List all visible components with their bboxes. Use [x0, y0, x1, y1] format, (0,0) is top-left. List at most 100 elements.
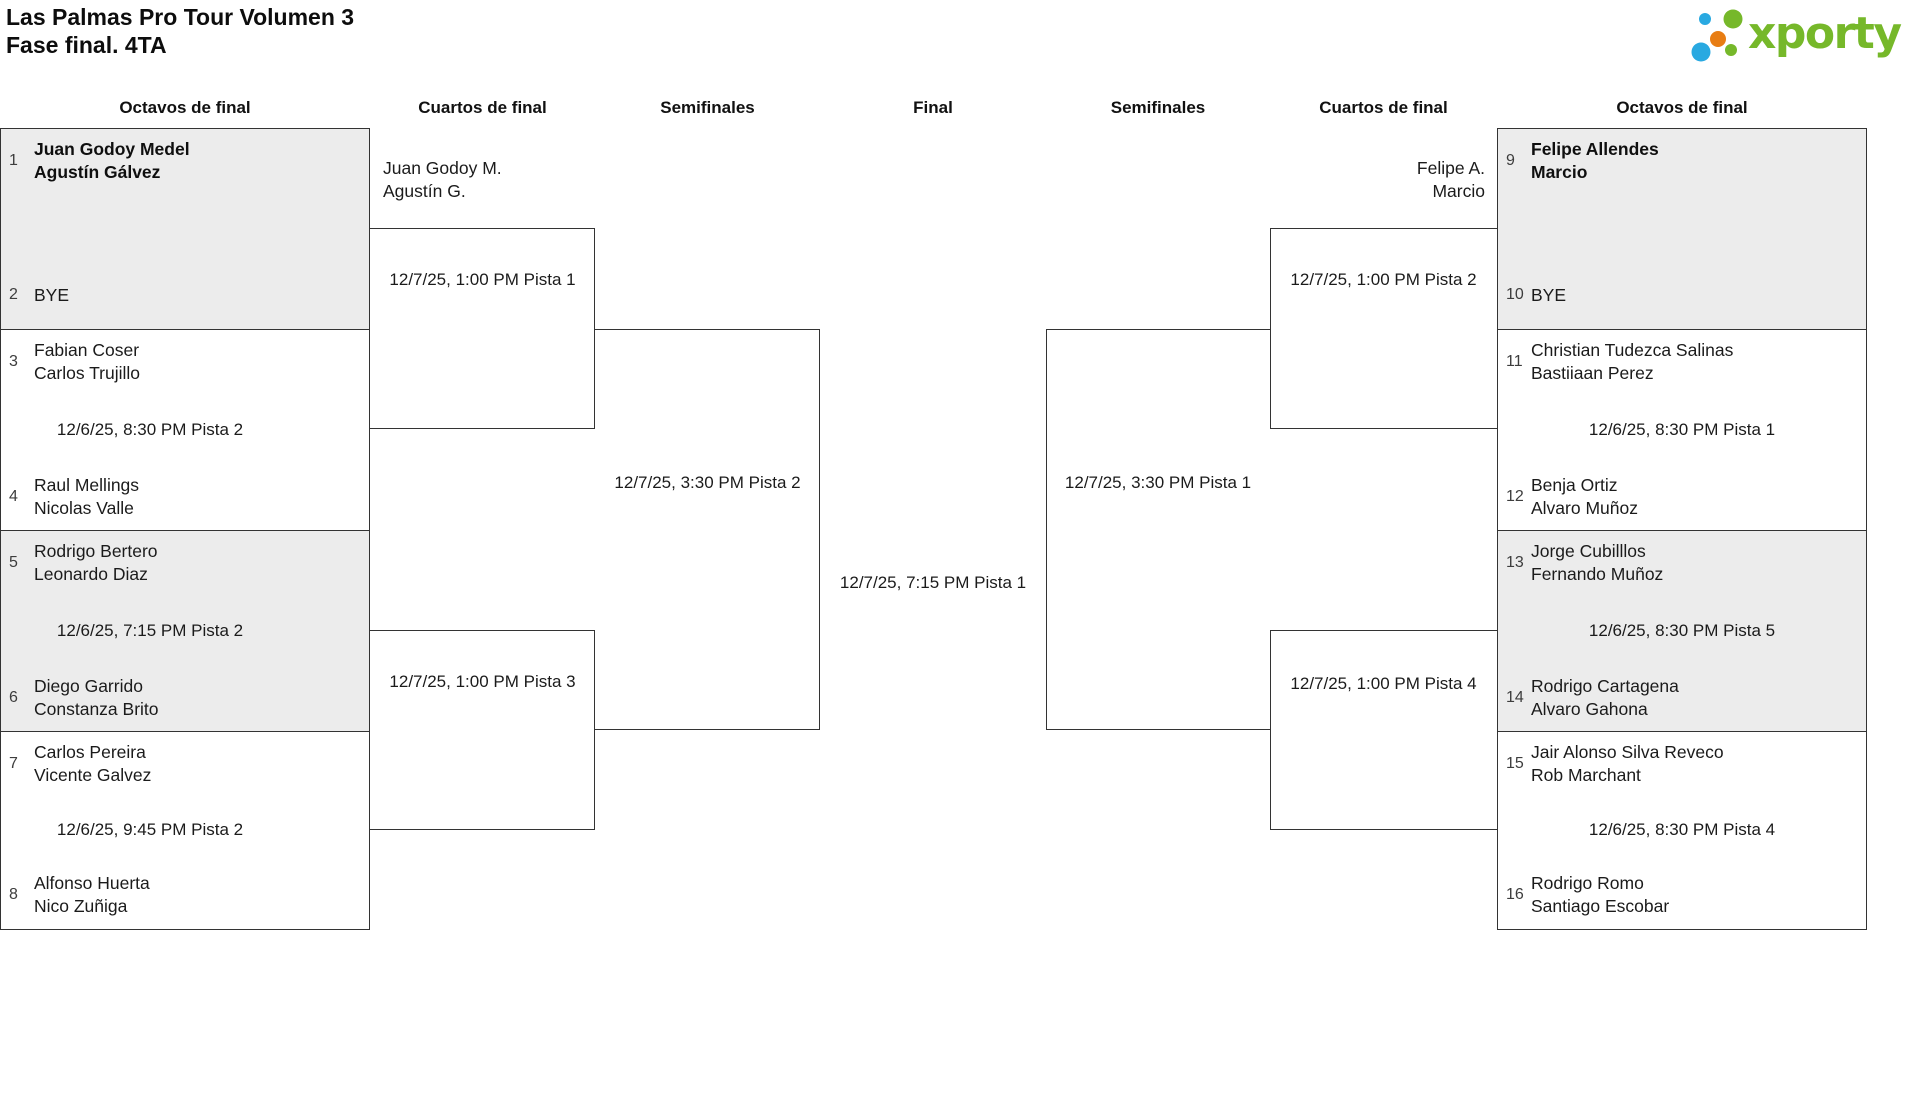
match-box-r16-2[interactable]: 3 Fabian Coser Carlos Trujillo 12/6/25, …	[0, 329, 370, 532]
page-title: Las Palmas Pro Tour Volumen 3 Fase final…	[6, 3, 354, 59]
xporty-logo-dots-icon	[1691, 9, 1743, 62]
player-name: Benja Ortiz	[1531, 474, 1618, 495]
match-datetime-sf-right: 12/7/25, 3:30 PM Pista 1	[1064, 473, 1252, 492]
xporty-logo[interactable]: xporty	[1685, 4, 1915, 74]
match-box-r16-5[interactable]: 9 Felipe Allendes Marcio 10 BYE	[1497, 128, 1867, 331]
player-name: Rodrigo Bertero	[34, 541, 158, 561]
player-name: Juan Godoy M.	[383, 158, 502, 178]
team-names: Christian Tudezca Salinas Bastiiaan Pere…	[1531, 339, 1733, 385]
player-name: Leonardo Diaz	[34, 564, 148, 584]
seed-number: 6	[9, 688, 18, 706]
match-box-r16-1[interactable]: 1 Juan Godoy Medel Agustín Gálvez 2 BYE	[0, 128, 370, 331]
match-box-sf-right[interactable]	[1046, 329, 1270, 730]
seed-number: 12	[1506, 487, 1524, 505]
tournament-name: Las Palmas Pro Tour Volumen 3	[6, 4, 355, 30]
player-name: Felipe Allendes	[1531, 139, 1659, 159]
match-box-r16-4[interactable]: 7 Carlos Pereira Vicente Galvez 12/6/25,…	[0, 731, 370, 930]
match-datetime: 12/6/25, 8:30 PM Pista 1	[1588, 419, 1776, 439]
seed-number: 11	[1506, 353, 1523, 370]
match-box-r16-7[interactable]: 13 Jorge Cubilllos Fernando Muñoz 12/6/2…	[1497, 530, 1867, 733]
player-name: Felipe A.	[1416, 158, 1485, 178]
player-name: Santiago Escobar	[1531, 896, 1670, 916]
match-box-qf-right-1[interactable]	[1270, 228, 1497, 429]
player-name: Carlos Pereira	[34, 742, 146, 762]
player-name: Diego Garrido	[34, 675, 143, 696]
team-row-seed-11[interactable]: 11 Christian Tudezca Salinas Bastiiaan P…	[1498, 339, 1866, 385]
match-datetime-qf-left-2: 12/7/25, 1:00 PM Pista 3	[389, 672, 576, 691]
team-names: Diego Garrido Constanza Brito	[34, 675, 159, 721]
player-name: Constanza Brito	[34, 698, 159, 719]
qf-advancing-team-left: Juan Godoy M. Agustín G.	[383, 157, 502, 203]
match-box-sf-left[interactable]	[595, 329, 820, 730]
player-name: Bastiiaan Perez	[1531, 363, 1654, 383]
team-names: Fabian Coser Carlos Trujillo	[34, 339, 140, 385]
match-box-r16-8[interactable]: 15 Jair Alonso Silva Reveco Rob Marchant…	[1497, 731, 1867, 930]
match-datetime: 12/6/25, 8:30 PM Pista 5	[1588, 620, 1776, 640]
team-row-seed-2[interactable]: 2 BYE	[1, 284, 369, 307]
team-row-seed-4[interactable]: 4 Raul Mellings Nicolas Valle	[1, 474, 369, 520]
team-row-seed-1[interactable]: 1 Juan Godoy Medel Agustín Gálvez	[1, 138, 369, 184]
player-name: Agustín Gálvez	[34, 162, 161, 182]
seed-number: 3	[9, 353, 18, 370]
match-box-qf-left-1[interactable]	[370, 228, 595, 429]
player-name: Rob Marchant	[1531, 765, 1641, 785]
team-row-seed-7[interactable]: 7 Carlos Pereira Vicente Galvez	[1, 741, 369, 787]
match-datetime: 12/6/25, 8:30 PM Pista 2	[56, 419, 244, 439]
team-row-seed-6[interactable]: 6 Diego Garrido Constanza Brito	[1, 675, 369, 721]
team-row-seed-14[interactable]: 14 Rodrigo Cartagena Alvaro Gahona	[1498, 675, 1866, 721]
match-datetime-sf-left: 12/7/25, 3:30 PM Pista 2	[614, 473, 801, 492]
phase-name: Fase final. 4TA	[6, 32, 167, 58]
player-name: Fabian Coser	[34, 340, 140, 360]
match-datetime-qf-right-1: 12/7/25, 1:00 PM Pista 2	[1290, 270, 1477, 289]
player-name: Raul Mellings	[34, 474, 140, 495]
team-row-seed-9[interactable]: 9 Felipe Allendes Marcio	[1498, 138, 1866, 184]
player-name: Jair Alonso Silva Reveco	[1531, 742, 1724, 762]
team-row-seed-12[interactable]: 12 Benja Ortiz Alvaro Muñoz	[1498, 474, 1866, 520]
team-names: BYE	[1531, 284, 1566, 307]
seed-number: 7	[9, 755, 18, 772]
player-name: Nico Zuñiga	[34, 896, 128, 916]
player-name: Alfonso Huerta	[34, 873, 150, 893]
player-name: Nicolas Valle	[34, 497, 134, 518]
team-row-seed-13[interactable]: 13 Jorge Cubilllos Fernando Muñoz	[1498, 540, 1866, 586]
player-name: Rodrigo Cartagena	[1531, 675, 1679, 696]
team-names: Raul Mellings Nicolas Valle	[34, 474, 139, 520]
team-row-seed-15[interactable]: 15 Jair Alonso Silva Reveco Rob Marchant	[1498, 741, 1866, 787]
match-datetime-final: 12/7/25, 7:15 PM Pista 1	[839, 573, 1027, 592]
team-row-seed-16[interactable]: 16 Rodrigo Romo Santiago Escobar	[1498, 872, 1866, 918]
match-datetime-qf-left-1: 12/7/25, 1:00 PM Pista 1	[389, 270, 576, 289]
qf-advancing-team-right: Felipe A. Marcio	[1417, 157, 1485, 203]
match-box-r16-3[interactable]: 5 Rodrigo Bertero Leonardo Diaz 12/6/25,…	[0, 530, 370, 733]
team-row-seed-3[interactable]: 3 Fabian Coser Carlos Trujillo	[1, 339, 369, 385]
player-name: Alvaro Gahona	[1531, 698, 1648, 719]
player-name: Carlos Trujillo	[34, 363, 140, 383]
team-names: Benja Ortiz Alvaro Muñoz	[1531, 474, 1638, 520]
match-box-r16-6[interactable]: 11 Christian Tudezca Salinas Bastiiaan P…	[1497, 329, 1867, 532]
match-datetime: 12/6/25, 8:30 PM Pista 4	[1588, 820, 1776, 839]
team-names: Alfonso Huerta Nico Zuñiga	[34, 872, 150, 918]
team-row-seed-5[interactable]: 5 Rodrigo Bertero Leonardo Diaz	[1, 540, 369, 586]
seed-number: 2	[9, 286, 18, 303]
player-name: Marcio	[1531, 162, 1588, 182]
player-name: BYE	[34, 284, 70, 305]
match-box-qf-left-2[interactable]	[370, 630, 595, 830]
team-row-seed-8[interactable]: 8 Alfonso Huerta Nico Zuñiga	[1, 872, 369, 918]
seed-number: 8	[9, 886, 18, 903]
seed-number: 14	[1506, 688, 1524, 706]
xporty-logo-text: xporty	[1748, 8, 1902, 59]
player-name: Agustín G.	[383, 181, 466, 201]
player-name: Juan Godoy Medel	[34, 139, 190, 159]
match-datetime: 12/6/25, 7:15 PM Pista 2	[56, 620, 244, 640]
team-names: Rodrigo Romo Santiago Escobar	[1531, 872, 1669, 918]
player-name: BYE	[1531, 284, 1567, 305]
team-names: Jorge Cubilllos Fernando Muñoz	[1531, 540, 1663, 586]
player-name: Alvaro Muñoz	[1531, 497, 1638, 518]
round-header-final: Final	[913, 98, 953, 117]
round-header-semis-left: Semifinales	[660, 98, 755, 117]
round-header-semis-right: Semifinales	[1110, 98, 1206, 117]
team-row-seed-10[interactable]: 10 BYE	[1498, 284, 1866, 307]
match-box-qf-right-2[interactable]	[1270, 630, 1497, 830]
team-names: BYE	[34, 284, 69, 307]
round-header-octavos-left: Octavos de final	[119, 98, 251, 117]
player-name: Vicente Galvez	[34, 765, 152, 785]
